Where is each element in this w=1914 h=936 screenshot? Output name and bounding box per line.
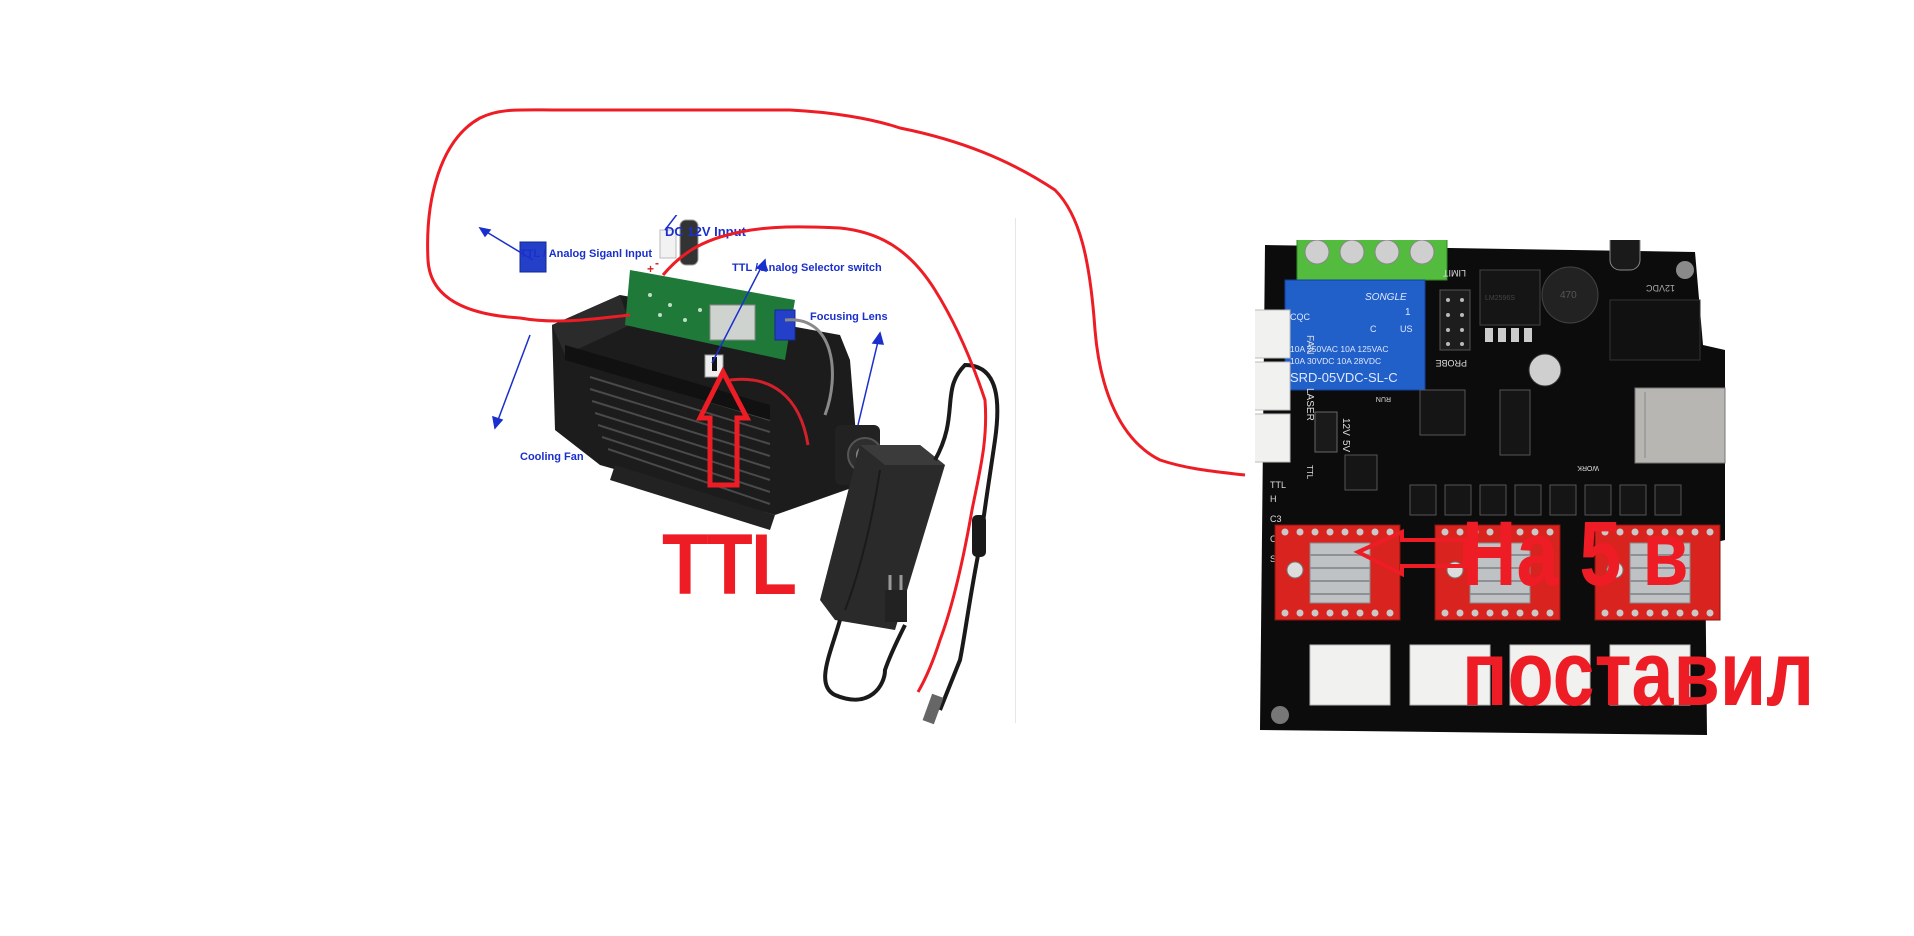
silk-laser: LASER — [1304, 388, 1315, 421]
relay-brand: SONGLE — [1365, 292, 1407, 303]
stepper-driver — [1274, 524, 1401, 621]
silk-left-mark: TTL — [1270, 480, 1286, 490]
limit-probe-header: LIMIT PROBE — [1435, 268, 1471, 368]
potentiometer — [1286, 561, 1304, 579]
relay-model: SRD-05VDC-SL-C — [1290, 370, 1398, 385]
relay-cert-us: US — [1400, 324, 1413, 334]
silk-12v: 12V — [1340, 418, 1351, 436]
silk-work: WORK — [1577, 464, 1599, 471]
mcu-chip — [1419, 389, 1466, 436]
dc-jack: 12VDC — [1609, 283, 1701, 361]
note-line-2: поставил — [1462, 623, 1815, 725]
dc-minus-mark: - — [655, 256, 659, 270]
silk-probe: PROBE — [1435, 358, 1467, 368]
inductor: 470 — [1541, 266, 1599, 324]
callout-arrows — [478, 215, 885, 430]
mosfet-row — [1409, 484, 1682, 516]
screw-terminal — [1296, 240, 1448, 281]
capacitor-small — [1528, 353, 1562, 387]
stepper-driver — [1594, 524, 1721, 621]
silk-dc-jack: 12VDC — [1645, 283, 1675, 293]
silk-left-mark: C3 — [1270, 514, 1282, 524]
silk-fan: FAN — [1304, 335, 1315, 354]
inductor — [709, 304, 756, 341]
dc-plus-mark: + — [647, 262, 655, 276]
silk-inductor: 470 — [1560, 290, 1577, 301]
silk-ttl: TTL — [1305, 465, 1314, 480]
voltage-regulator: LM2596S — [1479, 269, 1541, 342]
capacitor-large — [1609, 240, 1641, 271]
relay-cert-c: C — [1370, 324, 1377, 334]
ttl-signal-wire — [426, 108, 1246, 477]
usb-port — [1634, 387, 1726, 464]
silk-left-mark: H — [1270, 494, 1277, 504]
dc-input-connector — [659, 229, 677, 259]
driver-ic — [1499, 389, 1531, 456]
power-wire — [661, 225, 988, 693]
selector-arrow — [695, 366, 752, 488]
power-adapter — [820, 362, 1000, 725]
ttl-signal-connector — [519, 241, 547, 273]
potentiometer — [1606, 561, 1624, 579]
motor-connector — [1309, 644, 1391, 706]
laser-module-illustration — [478, 215, 1000, 725]
relay: SONGLE CQC 1 C US 10A 250VAC 10A 125VAC … — [1284, 279, 1426, 391]
motor-connector — [1609, 644, 1691, 706]
ttl-label: TTL — [662, 517, 797, 613]
silk-limit: LIMIT — [1442, 268, 1466, 278]
relay-cert-cqc: CQC — [1290, 312, 1311, 322]
motor-connector — [1509, 644, 1591, 706]
callout-selector-switch: TTL / Analog Selector switch — [732, 262, 882, 274]
note-line-1: На 5 в — [1462, 503, 1689, 605]
silk-regulator: LM2596S — [1485, 295, 1515, 302]
ttl-connector — [1255, 413, 1291, 463]
photo-divider — [1015, 218, 1016, 723]
jumper-arrow — [1353, 528, 1467, 578]
silk-5v: 5V — [1340, 440, 1351, 453]
silk-run: RUN — [1376, 395, 1391, 402]
relay-rating-1: 10A 250VAC 10A 125VAC — [1290, 344, 1388, 354]
fan-connector — [1255, 309, 1291, 359]
callout-signal-input: TTL / Analog Siganl Input — [520, 248, 652, 260]
motor-connector — [1409, 644, 1491, 706]
voltage-jumper — [1314, 411, 1338, 453]
controller-board: SONGLE CQC 1 C US 10A 250VAC 10A 125VAC … — [1255, 240, 1726, 735]
relay-pin-mark: 1 — [1405, 307, 1411, 318]
callout-cooling-fan: Cooling Fan — [520, 451, 584, 463]
laser-connector — [1255, 361, 1291, 411]
callout-focusing-lens: Focusing Lens — [810, 311, 888, 323]
relay-rating-2: 10A 30VDC 10A 28VDC — [1290, 356, 1381, 366]
